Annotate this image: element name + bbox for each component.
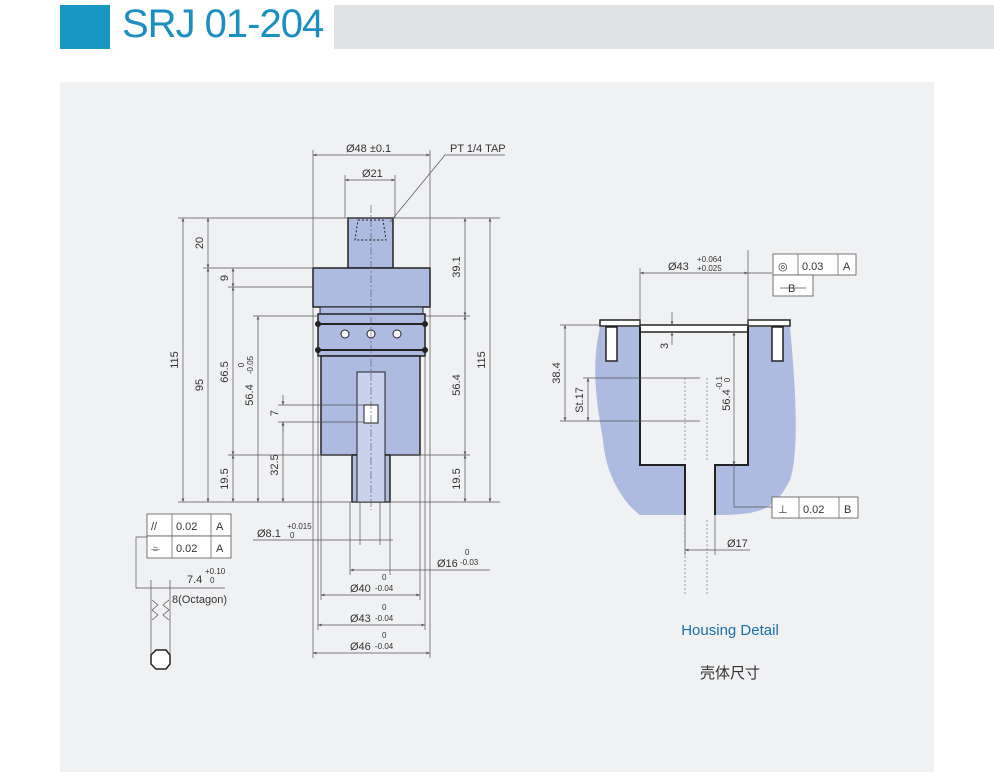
datum-b-label: B (788, 283, 795, 295)
tol-lower: -0.04 (375, 614, 394, 623)
tolerance-value: 0.03 (802, 261, 823, 273)
housing-d43-lower: +0.025 (697, 264, 722, 273)
dim-d43: Ø43 (350, 613, 371, 625)
datum-label: A (216, 521, 224, 533)
datum-label: B (844, 504, 851, 516)
dim-d16: Ø16 (437, 558, 458, 570)
dim-d40: Ø40 (350, 583, 371, 595)
tolerance-value: 0.02 (803, 504, 824, 516)
tol-d16-upper: 0 (465, 548, 470, 557)
dim-95: 95 (194, 379, 206, 391)
symmetry-symbol: ⌯ (151, 543, 160, 555)
housing-caption-cn: 壳体尺寸 (699, 665, 760, 682)
housing-caption: Housing Detail (681, 622, 779, 639)
housing-56-4-lower: 0 (723, 377, 732, 382)
title-bar (334, 5, 994, 49)
tolerance-value: 0.02 (176, 521, 197, 533)
housing-d17: Ø17 (727, 538, 748, 550)
dim-20: 20 (194, 237, 206, 249)
dim-115-left: 115 (169, 351, 181, 369)
main-part (312, 205, 431, 510)
housing-section (595, 319, 796, 595)
dim-56-4-left: 56.4 (244, 384, 256, 405)
dim-66-5: 66.5 (219, 361, 231, 382)
dim-32-5: 32.5 (269, 454, 281, 475)
tol-56-4-upper: 0 (237, 362, 246, 367)
dim-19-5-left: 19.5 (219, 468, 231, 489)
dim-19-5-right: 19.5 (451, 468, 463, 489)
dim-56-4: 56.4 (721, 389, 733, 410)
octagon-tol-upper: +0.10 (205, 567, 226, 576)
tol-d16-lower: -0.03 (460, 558, 479, 567)
dim-st17: St.17 (574, 387, 586, 413)
tol-upper: 0 (382, 573, 387, 582)
tol-lower: -0.04 (375, 642, 394, 651)
dim-56-4-right: 56.4 (451, 374, 463, 395)
concentricity-frame: ◎ 0.03 A B (772, 253, 857, 297)
page-title: SRJ 01-204 (122, 2, 324, 46)
dim-9: 9 (219, 275, 231, 281)
tol-d8-1-lower: 0 (290, 531, 295, 540)
housing-d43: Ø43 (668, 261, 689, 273)
dim-d8-1: Ø8.1 (257, 528, 281, 540)
tol-lower: -0.04 (375, 584, 394, 593)
dim-d21: Ø21 (362, 168, 383, 180)
tol-56-4-lower: -0.05 (246, 355, 255, 374)
tolerance-value: 0.02 (176, 543, 197, 555)
tol-upper: 0 (382, 603, 387, 612)
tolerance-frame-parallel: // 0.02 A (146, 513, 232, 537)
parallel-symbol: // (151, 521, 158, 533)
datum-label: A (843, 261, 851, 273)
dim-38-4: 38.4 (551, 362, 563, 383)
housing-d43-upper: +0.064 (697, 255, 722, 264)
datum-label: A (216, 543, 224, 555)
tap-label: PT 1/4 TAP (450, 143, 506, 155)
concentric-symbol: ◎ (778, 261, 788, 273)
octagon-width: 7.4 (187, 574, 202, 586)
octagon-tol-lower: 0 (210, 576, 215, 585)
dim-7: 7 (269, 410, 281, 416)
octagon-icon (150, 649, 171, 670)
perpendicularity-frame: ⊥ 0.02 B (771, 496, 859, 519)
dim-d48: Ø48 ±0.1 (346, 143, 391, 155)
title-accent (60, 5, 110, 49)
dim-3: 3 (659, 343, 671, 349)
dim-115-right: 115 (476, 351, 488, 369)
tol-upper: 0 (382, 631, 387, 640)
dim-39-1: 39.1 (451, 256, 463, 277)
tol-d8-1-upper: +0.015 (287, 522, 312, 531)
tolerance-frame-symmetry: ⌯ 0.02 A (146, 535, 232, 559)
housing-56-4-upper: -0.1 (715, 376, 724, 390)
octagon-label: 8(Octagon) (172, 594, 227, 606)
dim-d46: Ø46 (350, 641, 371, 653)
perpendicular-symbol: ⊥ (778, 504, 788, 516)
